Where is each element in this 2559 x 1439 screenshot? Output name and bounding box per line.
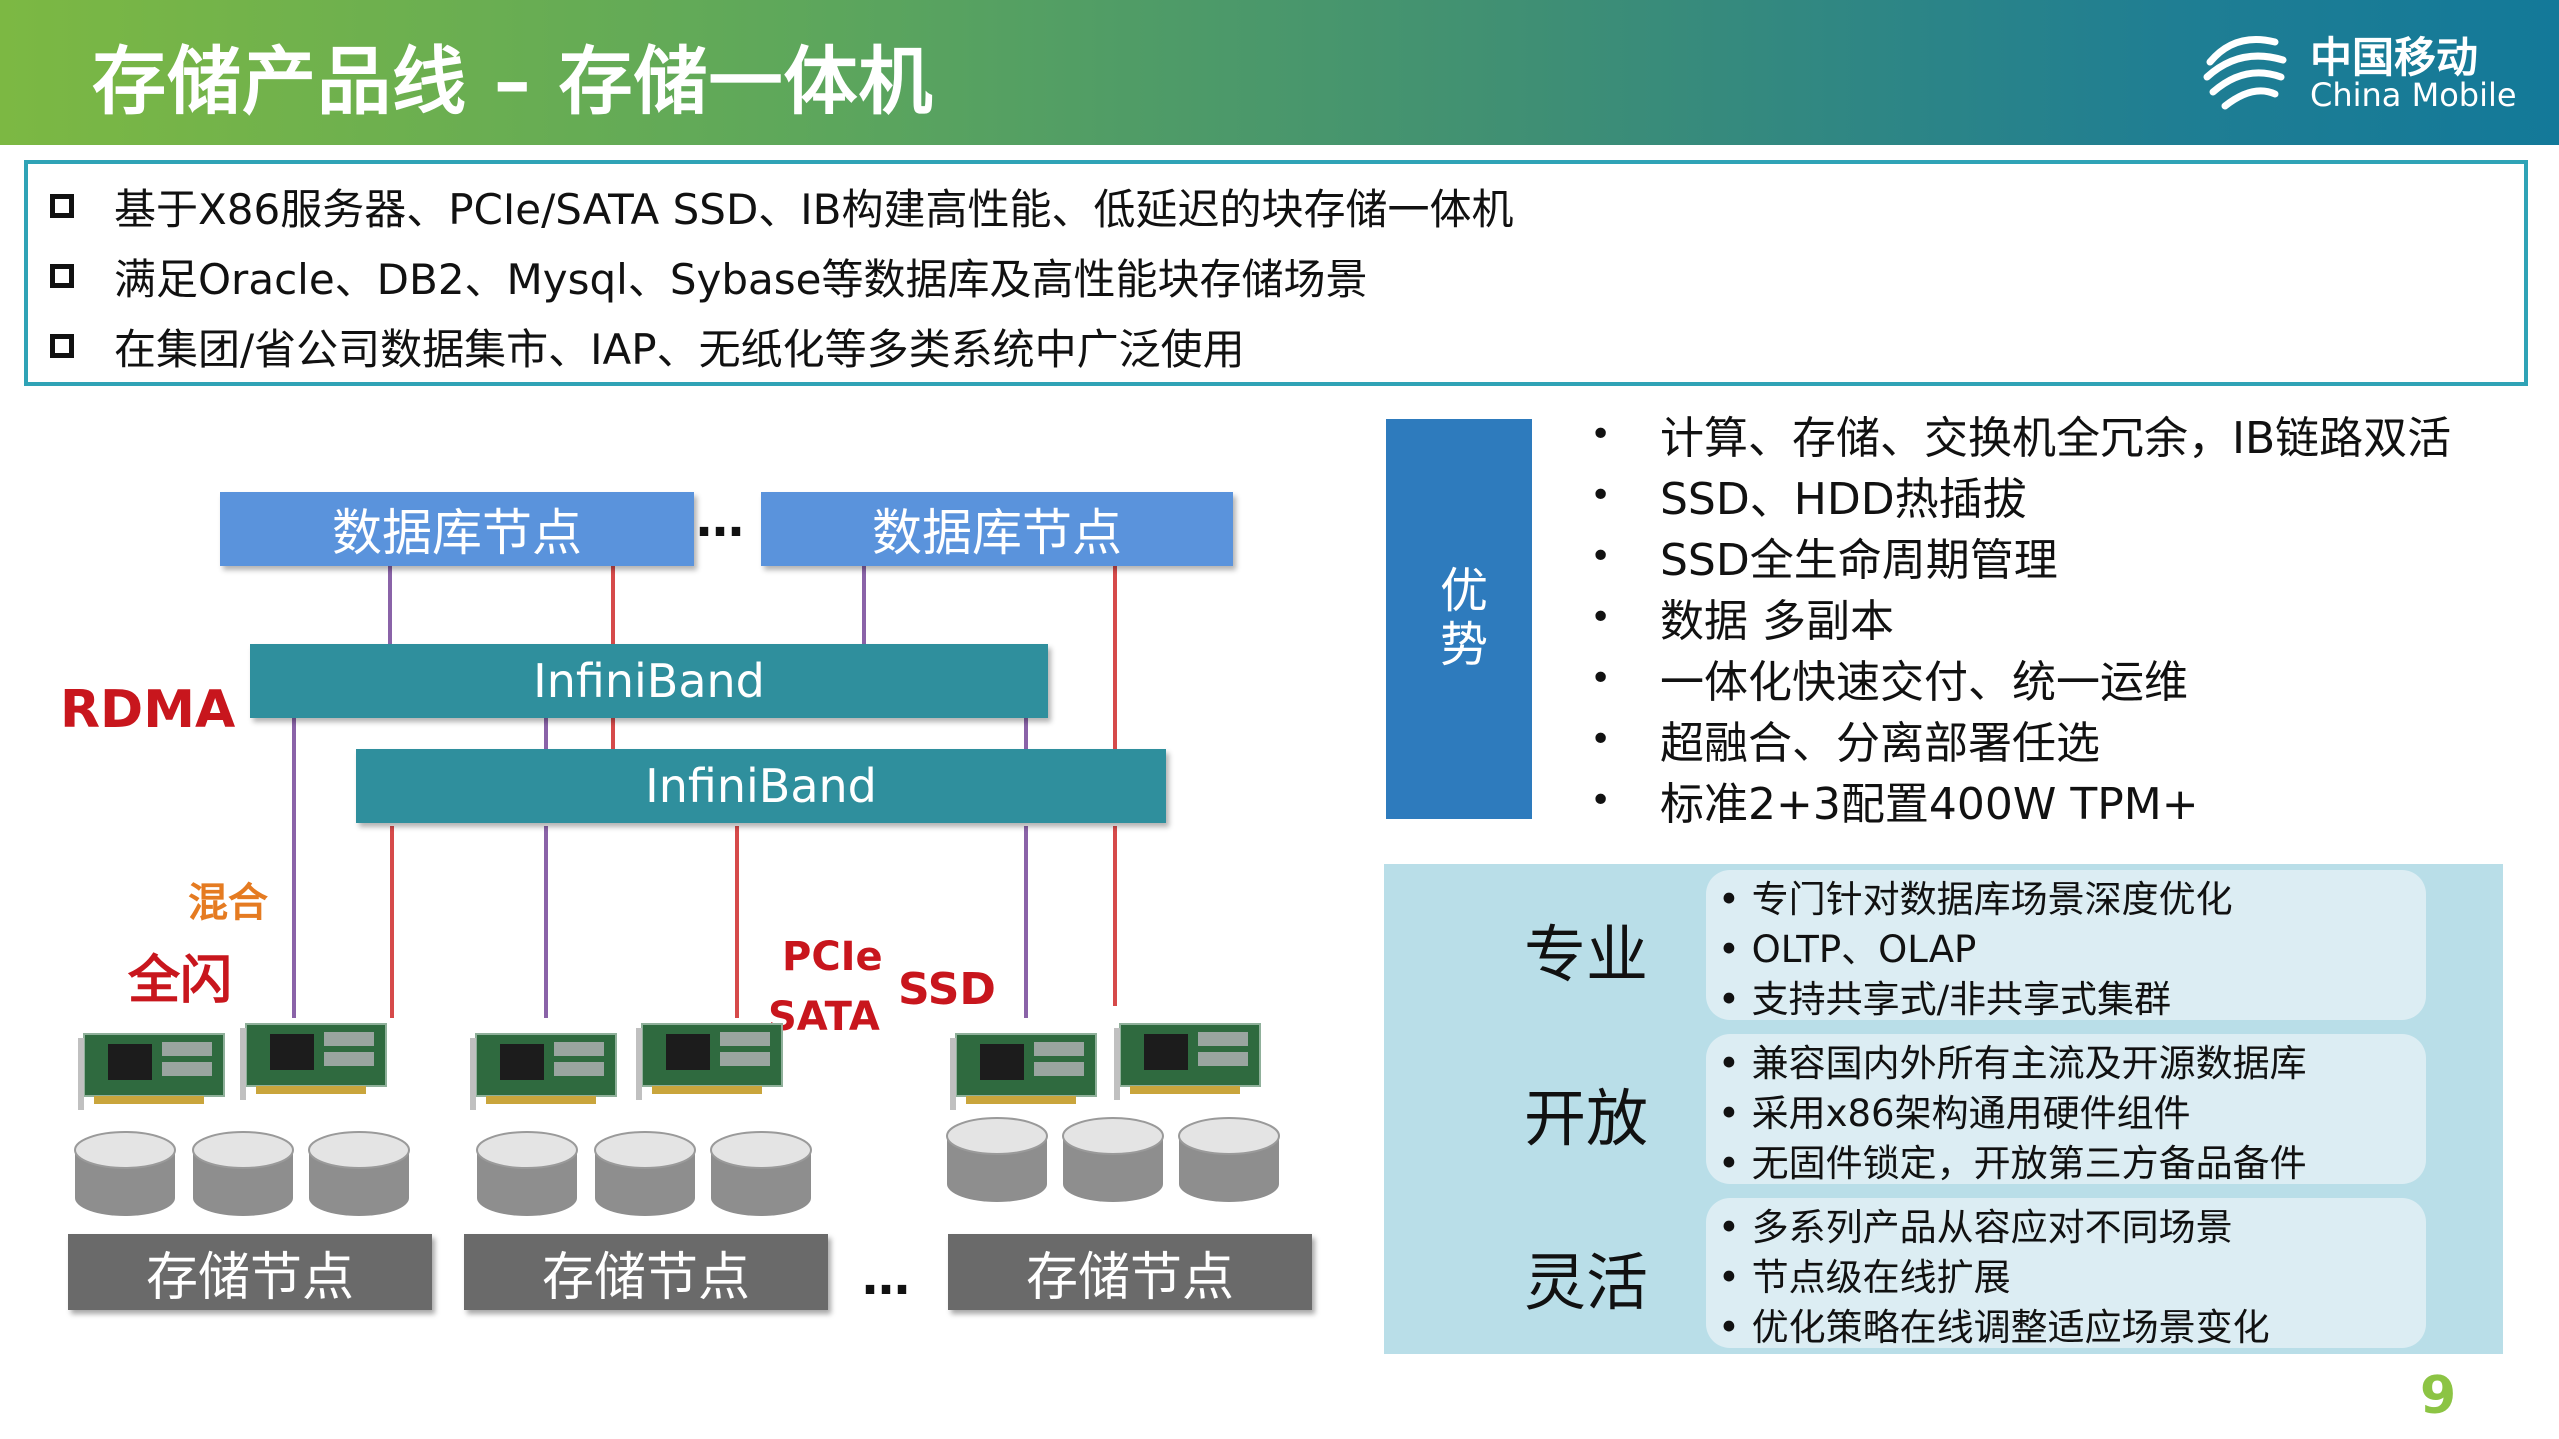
ellipsis: … [862,1250,910,1306]
header-bar: 存储产品线 – 存储一体机 中国移动 China Mobile [0,0,2559,145]
advantage-text: 计算、存储、交换机全冗余，IB链路双活 [1660,413,2452,464]
ssd-card-icon [470,1033,617,1110]
logo-english-text: China Mobile [2310,76,2517,114]
rdma-label: RDMA [60,680,236,740]
feature-line: • OLTP、OLAP [1718,928,1977,971]
bullet-icon: • [1590,474,1612,516]
china-mobile-logo-icon [2203,36,2287,110]
advantage-item: • 数据 多副本 [1590,587,1894,647]
feature-category: 灵活 [1524,1246,1649,1319]
bullet-icon: • [1590,779,1612,821]
connection-line [390,826,394,1018]
square-bullet-icon [50,334,74,358]
advantage-item: • SSD全生命周期管理 [1590,526,2058,586]
advantage-text: 标准2+3配置400W TPM+ [1660,779,2199,830]
connection-line [611,566,615,646]
intro-item-text: 基于X86服务器、PCIe/SATA SSD、IB构建高性能、低延迟的块存储一体… [114,184,1514,234]
bullet-icon: • [1590,596,1612,638]
disk-icon [946,1117,1048,1202]
ellipsis: … [696,492,744,548]
ssd-label: SSD [898,964,996,1015]
connection-line [1113,566,1117,750]
feature-line: • 节点级在线扩展 [1718,1256,2011,1299]
storage-node: 存储节点 [68,1234,432,1310]
connection-line [735,826,739,1018]
connection-line [862,566,866,646]
intro-item-text: 在集团/省公司数据集市、IAP、无纸化等多类系统中广泛使用 [114,324,1245,374]
database-node: 数据库节点 [761,492,1233,566]
storage-node: 存储节点 [948,1234,1312,1310]
connection-line [611,716,615,750]
feature-line: • 优化策略在线调整适应场景变化 [1718,1306,2270,1349]
all-flash-label: 全闪 [128,951,233,1011]
advantage-item: • 标准2+3配置400W TPM+ [1590,770,2199,830]
intro-item: 在集团/省公司数据集市、IAP、无纸化等多类系统中广泛使用 [28,316,1245,376]
disk-icon [308,1131,410,1216]
database-node: 数据库节点 [220,492,694,566]
bullet-icon: • [1590,718,1612,760]
logo-chinese-text: 中国移动 [2310,33,2479,82]
feature-line: • 专门针对数据库场景深度优化 [1718,878,2233,921]
feature-box: • 专门针对数据库场景深度优化 • OLTP、OLAP • 支持共享式/非共享式… [1706,870,2426,1021]
feature-line: • 支持共享式/非共享式集群 [1718,978,2172,1021]
connection-line [544,826,548,1018]
feature-category: 专业 [1524,918,1649,991]
ssd-card-icon [636,1023,783,1100]
intro-item: 基于X86服务器、PCIe/SATA SSD、IB构建高性能、低延迟的块存储一体… [28,176,1514,236]
feature-line: • 兼容国内外所有主流及开源数据库 [1718,1042,2307,1085]
infiniband-bar: InfiniBand [356,749,1166,823]
disk-icon [1062,1117,1164,1202]
feature-panel: 专业 • 专门针对数据库场景深度优化 • OLTP、OLAP • 支持共享式/非… [1384,864,2503,1354]
connection-line [1024,826,1028,1018]
feature-box: • 多系列产品从容应对不同场景 • 节点级在线扩展 • 优化策略在线调整适应场景… [1706,1198,2426,1349]
feature-line: • 无固件锁定，开放第三方备品备件 [1718,1142,2307,1185]
storage-node: 存储节点 [464,1234,828,1310]
intro-box: 基于X86服务器、PCIe/SATA SSD、IB构建高性能、低延迟的块存储一体… [24,160,2528,386]
square-bullet-icon [50,194,74,218]
china-mobile-logo: 中国移动 China Mobile [2195,22,2535,122]
ssd-card-icon [1114,1023,1261,1100]
advantage-item: • 超融合、分离部署任选 [1590,709,2100,769]
feature-box: • 兼容国内外所有主流及开源数据库 • 采用x86架构通用硬件组件 • 无固件锁… [1706,1034,2426,1185]
square-bullet-icon [50,264,74,288]
mix-label: 混合 [188,880,268,926]
feature-line: • 多系列产品从容应对不同场景 [1718,1206,2233,1249]
advantage-item: • 一体化快速交付、统一运维 [1590,648,2188,708]
intro-item: 满足Oracle、DB2、Mysql、Sybase等数据库及高性能块存储场景 [28,246,1367,306]
disk-icon [594,1131,696,1216]
intro-item-text: 满足Oracle、DB2、Mysql、Sybase等数据库及高性能块存储场景 [114,254,1368,304]
advantage-item: • SSD、HDD热插拔 [1590,465,2027,525]
page-number: 9 [2420,1366,2457,1426]
bullet-icon: • [1590,657,1612,699]
advantage-text: SSD全生命周期管理 [1660,535,2058,586]
bullet-icon: • [1590,535,1612,577]
page-title: 存储产品线 – 存储一体机 [92,39,934,125]
connection-line [292,716,296,1018]
disk-icon [192,1131,294,1216]
advantage-item: • 计算、存储、交换机全冗余，IB链路双活 [1590,404,2451,464]
connection-line [544,716,548,750]
ssd-card-icon [950,1033,1097,1110]
connection-line [388,566,392,646]
disk-icon [1178,1117,1280,1202]
disk-icon [710,1131,812,1216]
pcie-label: PCIe [782,934,883,980]
ssd-card-icon [240,1023,387,1100]
advantage-text: 数据 多副本 [1660,596,1894,647]
advantage-text: SSD、HDD热插拔 [1660,474,2027,525]
connection-line [1113,826,1117,1006]
connection-line [1024,716,1028,750]
advantages-label-box: 优势 [1386,419,1532,819]
ssd-card-icon [78,1033,225,1110]
advantage-text: 一体化快速交付、统一运维 [1660,657,2188,708]
bullet-icon: • [1590,413,1612,455]
infiniband-bar: InfiniBand [250,644,1048,718]
feature-line: • 采用x86架构通用硬件组件 [1718,1092,2191,1135]
disk-icon [74,1131,176,1216]
disk-icon [476,1131,578,1216]
advantages-label: 优势 [1431,565,1487,673]
advantage-text: 超融合、分离部署任选 [1660,718,2100,769]
sata-label: SATA [768,994,880,1040]
feature-category: 开放 [1524,1082,1649,1155]
